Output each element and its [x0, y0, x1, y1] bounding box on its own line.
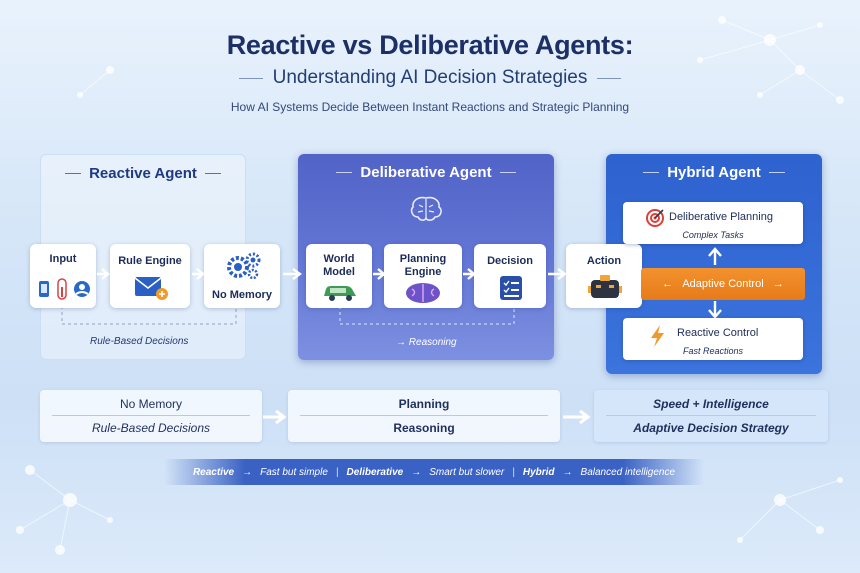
car-icon [324, 286, 356, 301]
robot-icon [588, 275, 622, 298]
arrow-right-icon [463, 268, 476, 280]
subtitle-row: Understanding AI Decision Strategies [0, 67, 860, 89]
hybrid-summary-2: Adaptive Decision Strategy [633, 421, 789, 435]
arrow-right-icon [283, 268, 302, 280]
arrow-up-icon [708, 247, 722, 265]
input-card[interactable]: Input [30, 244, 96, 308]
rule-engine-card[interactable]: Rule Engine [110, 244, 190, 308]
arrow-right-icon [373, 268, 386, 280]
divider [238, 77, 263, 79]
deliberative-planning-card[interactable]: Deliberative Planning Complex Tasks [623, 202, 803, 244]
divider: | [512, 466, 515, 478]
arrow-right-icon: → [242, 466, 253, 478]
lightning-icon [651, 325, 664, 347]
deliberative-caption-text: Reasoning [408, 337, 457, 348]
arrow-right-icon [263, 409, 287, 425]
arrow-right-icon: → [772, 278, 784, 290]
legend-reactive-desc: Fast but simple [260, 466, 328, 478]
deliberative-caption: → Reasoning [396, 337, 457, 348]
divider: | [335, 466, 339, 478]
header: Reactive vs Deliberative Agents: Underst… [0, 30, 860, 89]
deliberative-planning-label: Deliberative Planning [669, 211, 773, 223]
fast-reactions-label: Fast Reactions [682, 346, 744, 356]
hybrid-panel-title: Hybrid Agent [606, 164, 822, 181]
divider [643, 172, 660, 173]
legend-hybrid: Hybrid [522, 466, 555, 478]
adaptive-control-label: Adaptive Control [682, 278, 764, 290]
brain-icon [410, 196, 442, 221]
gears-icon [227, 252, 261, 280]
decision-card[interactable]: Decision [474, 244, 546, 308]
arrow-right-icon [563, 409, 591, 425]
reactive-summary-1: No Memory [119, 397, 182, 411]
planning-label-1: Planning [399, 253, 447, 265]
brain-icon [406, 283, 440, 303]
arrow-down-icon [708, 301, 722, 319]
sensors-icon [39, 278, 90, 300]
reactive-panel-title: Reactive Agent [41, 165, 245, 182]
arrow-left-icon: ← [662, 278, 674, 290]
deliberative-panel-title: Deliberative Agent [298, 164, 554, 181]
arrow-right-icon [548, 268, 567, 280]
legend-bar: Reactive → Fast but simple | Deliberativ… [164, 459, 704, 485]
action-card[interactable]: Action [566, 244, 642, 308]
page-title: Reactive vs Deliberative Agents: [226, 30, 634, 60]
reactive-summary-2: Rule-Based Decisions [91, 421, 211, 435]
rule-envelope-icon [134, 277, 168, 300]
divider [65, 173, 82, 174]
checklist-icon [500, 276, 522, 300]
planning-label-2: Engine [404, 266, 442, 278]
reactive-control-label: Reactive Control [677, 327, 759, 339]
tagline: How AI Systems Decide Between Instant Re… [230, 100, 630, 114]
arrow-right-icon: → [411, 466, 422, 478]
divider [768, 172, 785, 173]
decision-label: Decision [487, 255, 533, 267]
legend-deliberative-desc: Smart but slower [429, 466, 505, 478]
divider [606, 415, 816, 416]
planning-engine-card[interactable]: Planning Engine [384, 244, 462, 308]
arrow-right-icon [192, 268, 205, 280]
reactive-caption: Rule-Based Decisions [90, 336, 189, 347]
divider [300, 415, 548, 416]
world-model-card[interactable]: World Model [306, 244, 372, 308]
reactive-summary-box: No Memory Rule-Based Decisions [40, 390, 262, 442]
target-icon [646, 209, 664, 227]
hybrid-summary-box: Speed + Intelligence Adaptive Decision S… [594, 390, 828, 442]
no-memory-label: No Memory [212, 289, 272, 301]
legend-deliberative: Deliberative [346, 466, 404, 478]
reactive-title-text: Reactive Agent [89, 165, 197, 182]
rule-engine-label: Rule Engine [118, 255, 182, 267]
complex-tasks-label: Complex Tasks [682, 230, 744, 240]
deliberative-summary-2: Reasoning [393, 421, 455, 435]
reactive-control-card[interactable]: Reactive Control Fast Reactions [623, 318, 803, 360]
divider [204, 173, 221, 174]
deliberative-bracket [339, 300, 515, 325]
deliberative-title-text: Deliberative Agent [360, 164, 492, 181]
deliberative-summary-box: Planning Reasoning [288, 390, 560, 442]
deliberative-summary-1: Planning [398, 397, 450, 411]
action-label: Action [586, 255, 622, 267]
adaptive-control-bar[interactable]: ← Adaptive Control → [641, 268, 805, 300]
hybrid-summary-1: Speed + Intelligence [653, 397, 769, 411]
page-subtitle: Understanding AI Decision Strategies [272, 67, 588, 88]
arrow-right-icon: → [562, 466, 573, 478]
world-model-label-1: World [323, 253, 355, 265]
legend-hybrid-desc: Balanced intelligence [580, 466, 676, 478]
no-memory-card[interactable]: No Memory [204, 244, 280, 308]
divider [52, 415, 250, 416]
arrow-right-icon [97, 268, 110, 280]
hybrid-title-text: Hybrid Agent [667, 164, 761, 181]
legend-reactive: Reactive [192, 466, 235, 478]
divider [336, 172, 353, 173]
divider [499, 172, 516, 173]
input-label: Input [49, 253, 77, 265]
reactive-bracket [61, 300, 237, 325]
world-model-label-2: Model [323, 266, 355, 278]
divider [597, 77, 622, 79]
arrow-right-icon: → [396, 337, 409, 348]
